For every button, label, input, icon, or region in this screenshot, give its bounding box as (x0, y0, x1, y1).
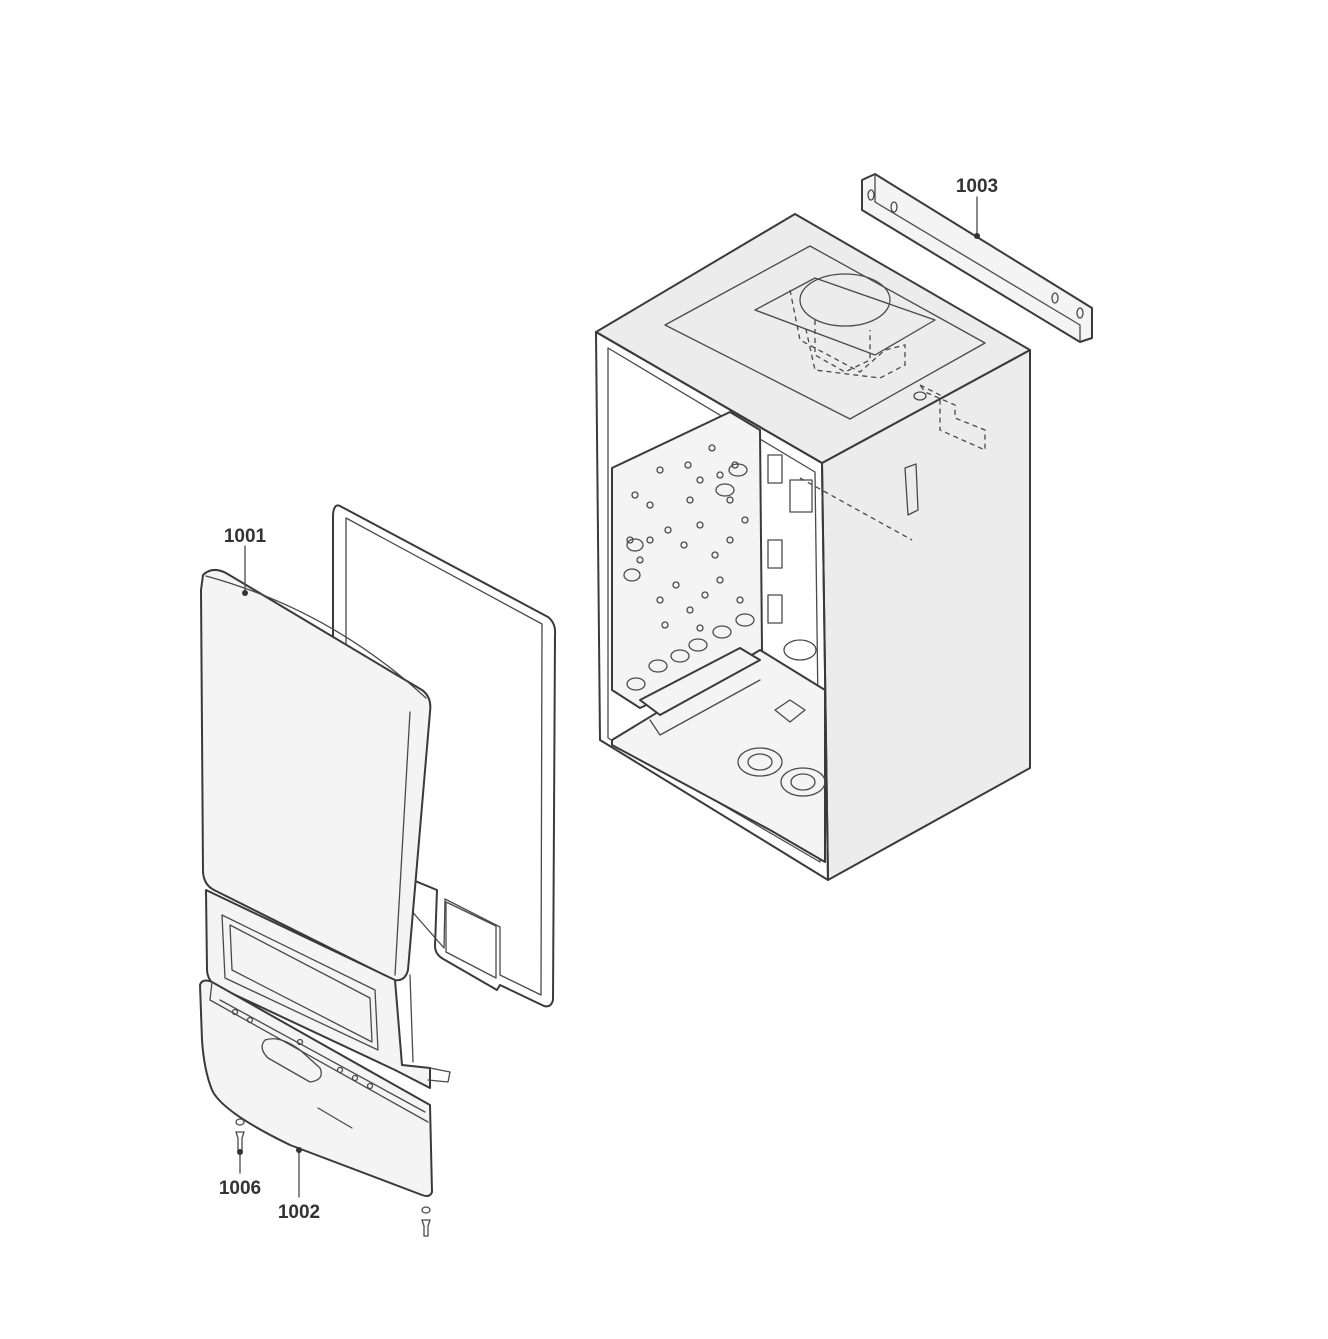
screw-left (235, 1118, 245, 1151)
screw-right (421, 1206, 431, 1237)
leader-1006 (237, 1149, 243, 1174)
callout-1002: 1002 (278, 1202, 320, 1223)
lower-cover (199, 979, 433, 1197)
callout-1001: 1001 (224, 526, 267, 547)
boiler-casing (595, 213, 1031, 881)
front-panel (200, 569, 451, 1089)
leader-1002 (296, 1147, 302, 1198)
mounting-bracket (861, 173, 1093, 343)
leader-1001 (242, 545, 248, 596)
callout-1006: 1006 (219, 1178, 261, 1199)
callout-1003: 1003 (956, 176, 998, 197)
leader-1003 (974, 196, 980, 239)
